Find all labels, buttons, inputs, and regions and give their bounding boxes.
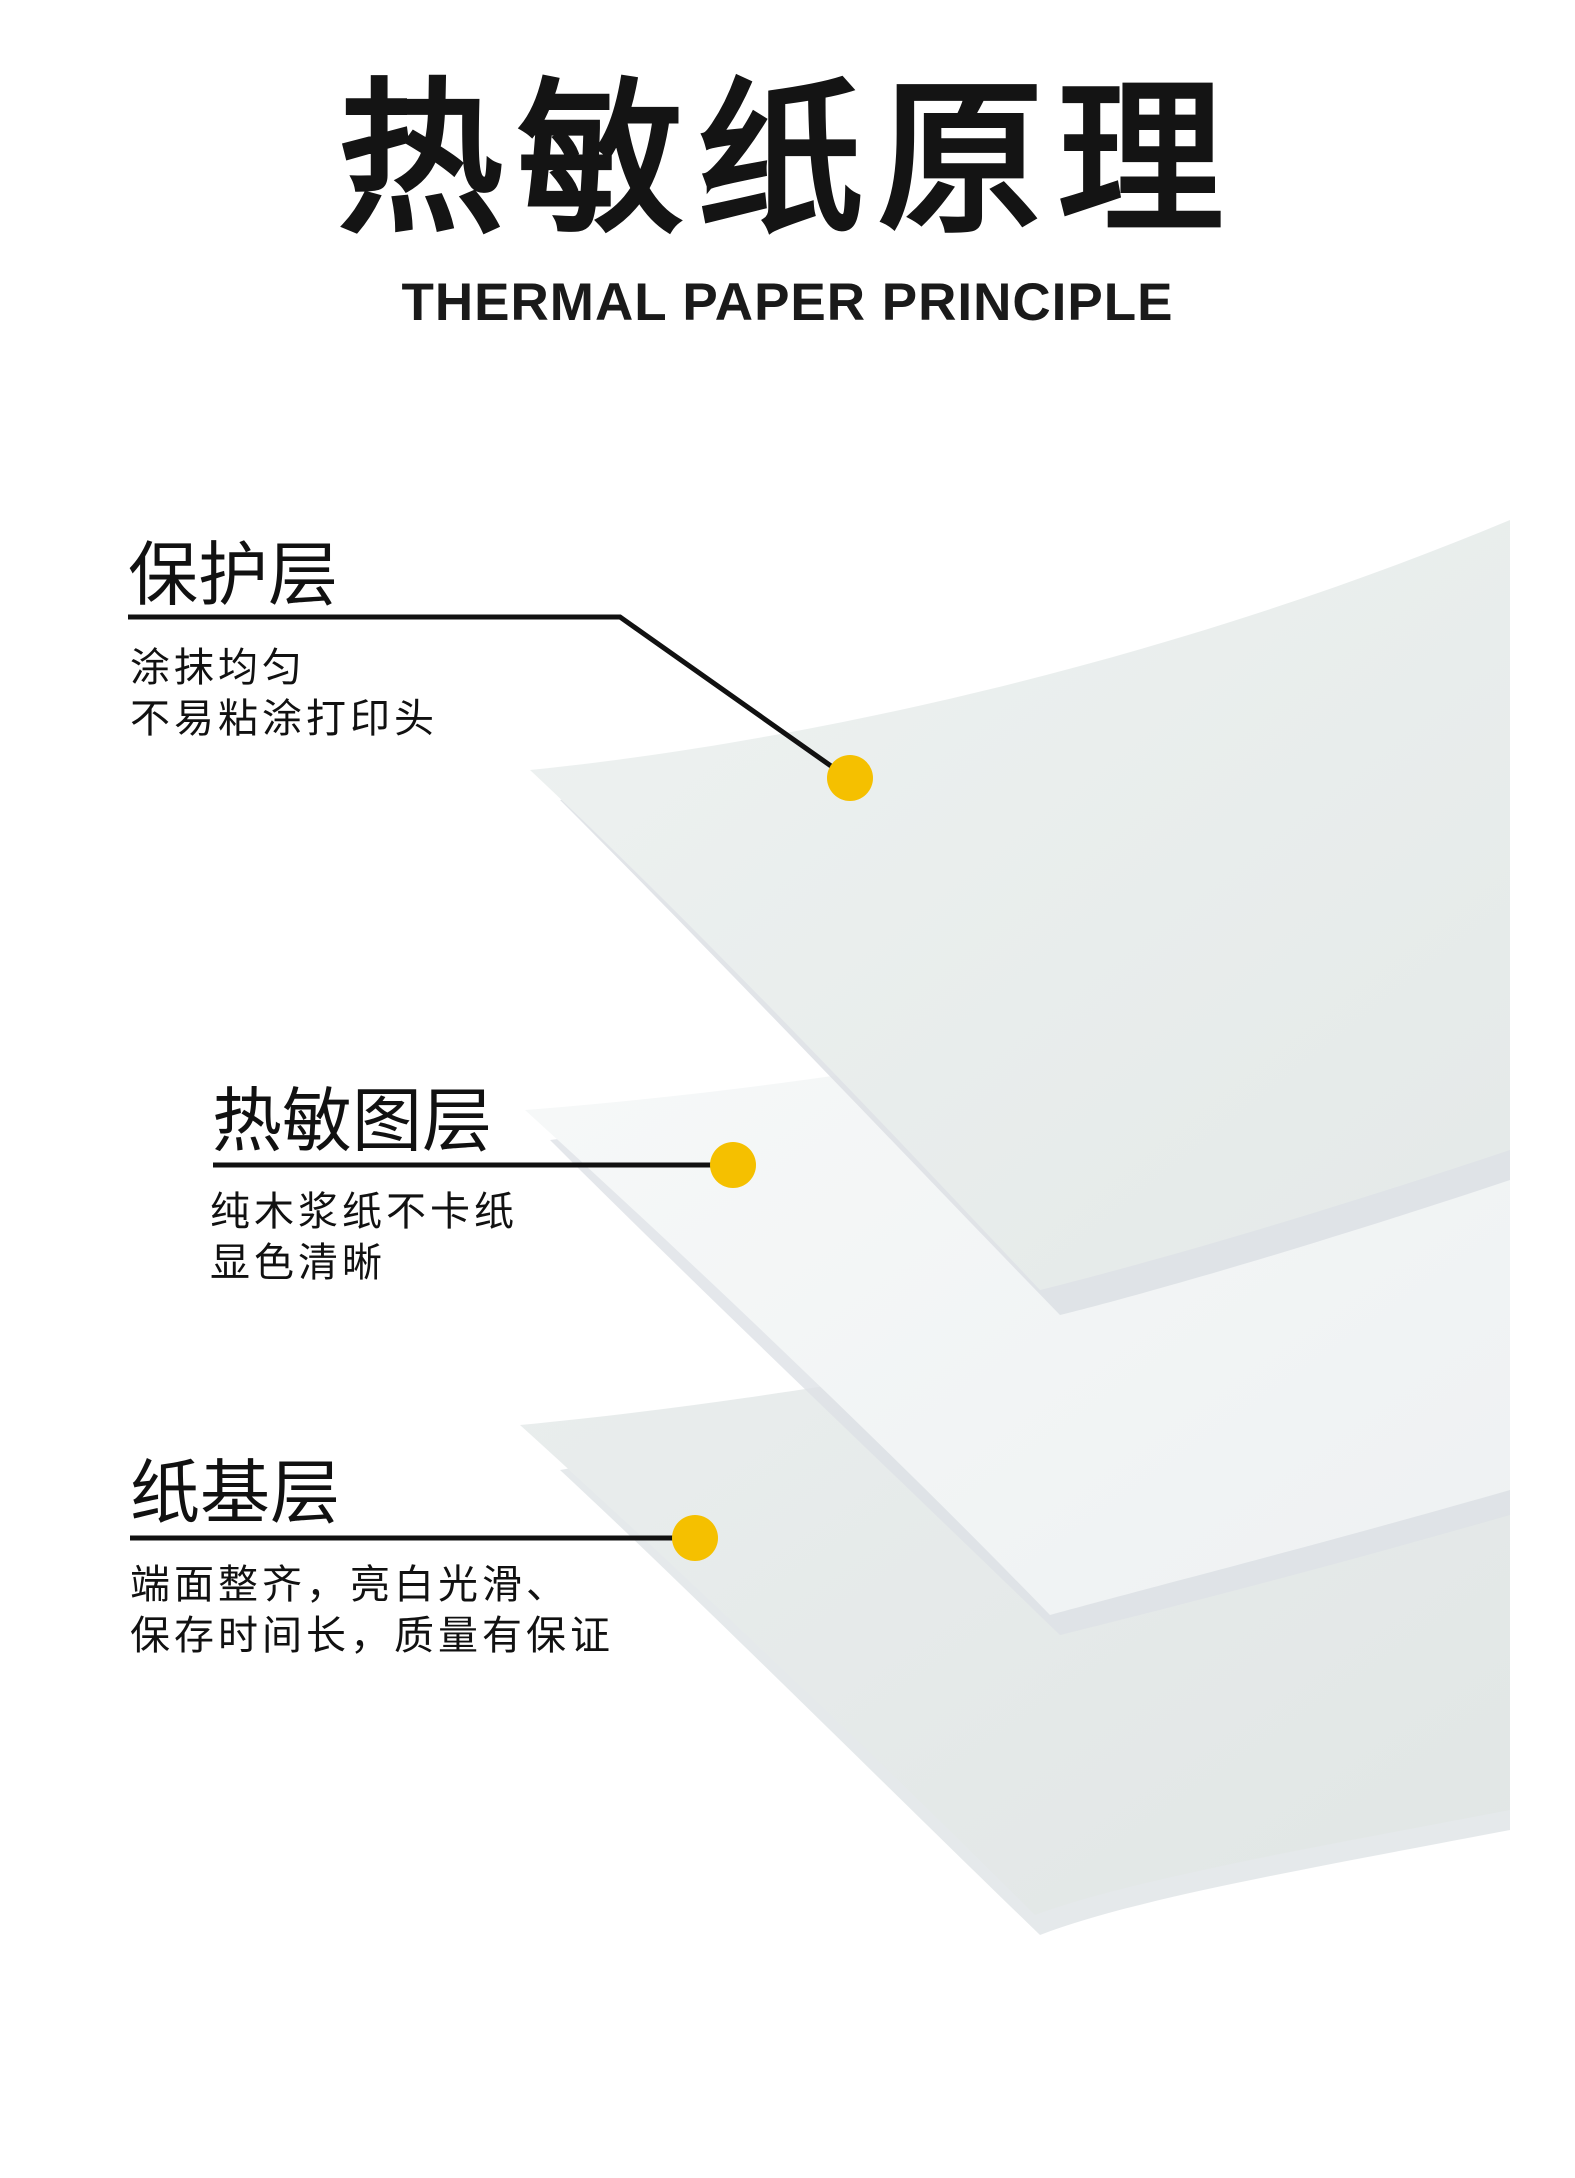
- paper-base-line-1: 端面整齐，亮白光滑、: [130, 1562, 570, 1608]
- page-subtitle: THERMAL PAPER PRINCIPLE: [401, 273, 1174, 332]
- protective-layer-sheet: [530, 520, 1510, 1290]
- protective-layer-title: 保护层: [128, 534, 338, 616]
- thermal-layer-title: 热敏图层: [212, 1080, 492, 1162]
- thermal-layer-marker: [710, 1142, 756, 1188]
- paper-base-description: 端面整齐，亮白光滑、 保存时间长，质量有保证: [130, 1560, 614, 1662]
- protective-layer-leader-line: [128, 614, 850, 781]
- paper-base-marker: [672, 1515, 718, 1561]
- paper-base-title: 纸基层: [130, 1452, 340, 1534]
- protective-layer-marker: [827, 755, 873, 801]
- protective-layer-description: 涂抹均匀 不易粘涂打印头: [130, 643, 438, 745]
- page-title: 热敏纸原理: [337, 64, 1238, 257]
- thermal-layer-line-1: 纯木浆纸不卡纸: [210, 1189, 518, 1235]
- protective-layer-line-2: 不易粘涂打印头: [130, 696, 438, 742]
- paper-base-line-2: 保存时间长，质量有保证: [130, 1613, 614, 1659]
- thermal-layer-description: 纯木浆纸不卡纸 显色清晰: [210, 1187, 518, 1289]
- protective-layer-line-1: 涂抹均匀: [130, 645, 306, 691]
- thermal-layer-line-2: 显色清晰: [210, 1240, 386, 1286]
